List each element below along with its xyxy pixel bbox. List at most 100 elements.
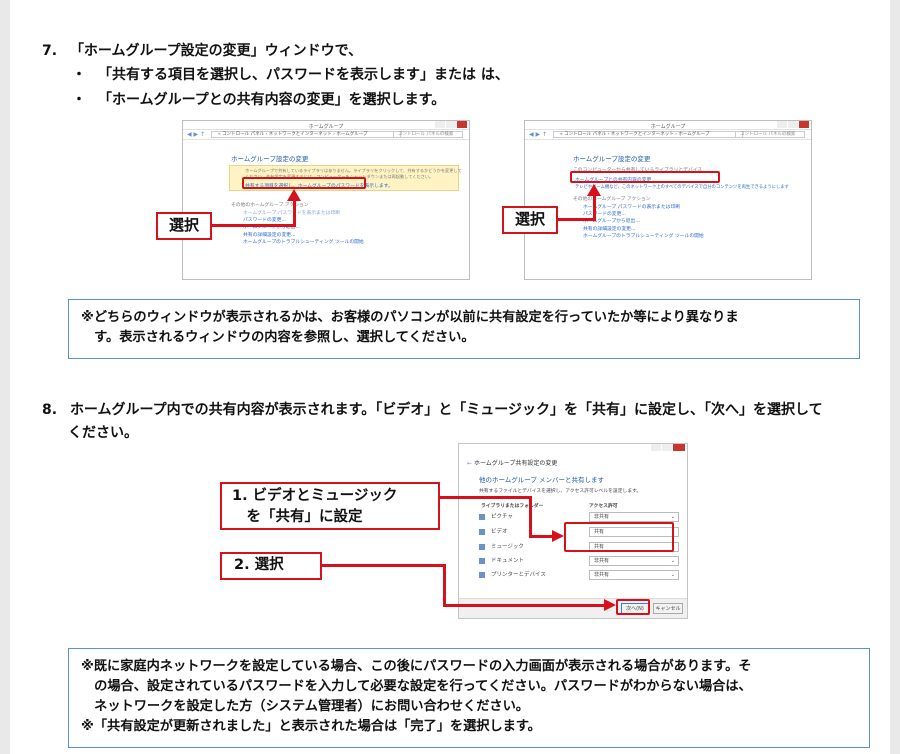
window-heading: ホームグループ設定の変更 — [231, 155, 309, 163]
homegroup-window-1: ホームグループ ◀ ▶ ↑ « コントロール パネル › ネットワークとインター… — [182, 120, 470, 280]
permission-select[interactable]: 非共有⌄ — [589, 556, 679, 566]
share-row-documents: ドキュメント 非共有⌄ — [479, 556, 679, 568]
cancel-button[interactable]: キャンセル — [653, 603, 683, 614]
printer-icon — [479, 571, 485, 578]
connector-1-v — [293, 200, 296, 227]
connector-3-h1 — [440, 496, 532, 499]
callout-line-1: 1. ビデオとミュージック — [232, 488, 398, 504]
callout-line-2: を「共有」に設定 — [232, 509, 363, 525]
action-link-3[interactable]: ホームグループから退出... — [243, 225, 300, 230]
action-link-2[interactable]: パスワードの変更... — [243, 218, 286, 223]
row-label: ドキュメント — [491, 558, 525, 564]
permission-select[interactable]: 非共有 ⌄ — [589, 570, 679, 580]
bullet-mark: ・ — [72, 67, 86, 83]
stream-media-link[interactable]: テレビやゲーム機など、このネットワーク上のすべてのデバイスで自分のコンテンツを再… — [575, 185, 789, 190]
action-link-5[interactable]: ホームグループのトラブルシューティング ツールの開始 — [583, 234, 704, 239]
action-link-4[interactable]: 共有の詳細設定の変更... — [583, 227, 636, 232]
note-window-difference: ※どちらのウィンドウが表示されるかは、お客様のパソコンが以前に共有設定を行ってい… — [68, 299, 860, 359]
permission-value: 非共有 — [594, 572, 610, 578]
documents-icon — [479, 557, 485, 564]
step7-text: 「ホームグループ設定の変更」ウィンドウで、 — [69, 43, 363, 59]
row-label: プリンターとデバイス — [491, 572, 546, 578]
step8-heading: 8. ホームグループ内での共有内容が表示されます。「ビデオ」と「ミュージック」を… — [42, 399, 862, 421]
videos-icon — [479, 528, 485, 535]
maximize-button[interactable] — [446, 121, 456, 128]
highlight-box-selects — [564, 522, 674, 552]
connector-2-h — [558, 218, 596, 221]
step7-bullet-2-text: 「ホームグループとの共有内容の変更」を選択します。 — [98, 92, 446, 108]
select-next-callout: 2. 選択 — [220, 552, 322, 580]
column-header-permission: アクセス許可 — [589, 504, 618, 509]
note2-line-1: ※既に家庭内ネットワークを設定している場合、この後にパスワードの入力画面が表示さ… — [81, 659, 752, 674]
close-button[interactable] — [457, 121, 467, 128]
connector-4-h1 — [322, 564, 446, 567]
window-controls — [435, 121, 467, 129]
homegroup-window-2: ホームグループ ◀ ▶ ↑ « コントロール パネル › ネットワークとインター… — [524, 120, 812, 280]
window-heading: ホームグループ設定の変更 — [573, 155, 651, 163]
step7-bullet-1-text: 「共有する項目を選択し、パスワードを表示します」または は、 — [98, 67, 509, 83]
dialog-header: ← ホームグループ共有設定の変更 — [467, 458, 557, 467]
actions-title: その他のホームグループ アクション — [573, 197, 651, 202]
step8-continuation: ください。 — [68, 422, 138, 444]
arrow-up-1-icon — [287, 189, 301, 201]
back-arrow-icon[interactable]: ← — [467, 460, 474, 467]
column-header-library: ライブラリまたはフォルダー — [481, 504, 544, 509]
warning-line-2: ください。共有設定を変更するには、コンピューターをシャットダウンまたは再起動して… — [245, 174, 434, 179]
note1-line-2: す。表示されるウィンドウの内容を参照し、選択してください。 — [81, 330, 475, 345]
callout-text: 選択 — [514, 210, 545, 228]
highlight-box-next — [616, 599, 650, 615]
window-controls — [651, 444, 685, 451]
bullet-mark: ・ — [72, 92, 86, 108]
address-path[interactable]: « コントロール パネル › ネットワークとインターネット › ホームグループ — [211, 131, 401, 138]
shared-libraries-label: このコンピューターから共有しているライブラリとデバイス — [573, 168, 703, 173]
callout-text: 2. 選択 — [234, 557, 284, 573]
share-items-link[interactable]: 共有する項目を選択し、ホームグループのパスワードを表示します。 — [245, 184, 393, 189]
highlight-box-2 — [570, 171, 720, 183]
window-titlebar: ホームグループ — [525, 121, 811, 130]
action-link-2[interactable]: パスワードの変更... — [583, 212, 626, 217]
action-link-3[interactable]: ホームグループから退出... — [583, 219, 640, 224]
select-callout-1: 選択 — [156, 212, 212, 240]
search-input[interactable]: コントロール パネルの検索 — [393, 131, 463, 138]
minimize-button[interactable] — [651, 444, 661, 451]
connector-3-h2 — [529, 535, 553, 538]
window-titlebar: ホームグループ — [183, 121, 469, 130]
permission-value: 共有 — [594, 529, 605, 535]
close-button[interactable] — [673, 444, 685, 451]
connector-4-v — [443, 564, 446, 607]
actions-title: その他のホームグループ アクション — [231, 203, 309, 208]
close-button[interactable] — [799, 121, 809, 128]
connector-3-v — [529, 496, 532, 538]
minimize-button[interactable] — [435, 121, 445, 128]
note1-line-1: ※どちらのウィンドウが表示されるかは、お客様のパソコンが以前に共有設定を行ってい… — [81, 310, 739, 325]
connector-2-v — [593, 195, 596, 221]
maximize-button[interactable] — [662, 444, 672, 451]
window-controls — [777, 121, 809, 129]
address-bar: ◀ ▶ ↑ « コントロール パネル › ネットワークとインターネット › ホー… — [183, 130, 469, 140]
music-icon — [479, 543, 485, 550]
back-forward-icon[interactable]: ◀ ▶ ↑ — [529, 131, 548, 138]
back-forward-icon[interactable]: ◀ ▶ ↑ — [187, 131, 206, 138]
window-title: ホームグループ — [308, 124, 344, 130]
maximize-button[interactable] — [788, 121, 798, 128]
change-sharing-link[interactable]: ホームグループとの共有内容の変更 — [575, 178, 652, 183]
note2-line-2: の場合、設定されているパスワードを入力して必要な設定を行ってください。パスワード… — [81, 679, 752, 694]
action-link-4[interactable]: 共有の詳細設定の変更... — [243, 233, 296, 238]
search-input[interactable]: コントロール パネルの検索 — [735, 131, 805, 138]
address-path[interactable]: « コントロール パネル › ネットワークとインターネット › ホームグループ — [553, 131, 743, 138]
chevron-down-icon: ⌄ — [670, 572, 675, 578]
arrow-right-2-icon — [604, 599, 616, 611]
row-label: ビデオ — [491, 529, 508, 535]
note-password: ※既に家庭内ネットワークを設定している場合、この後にパスワードの入力画面が表示さ… — [68, 648, 870, 748]
permission-value: 非共有 — [594, 514, 610, 520]
permission-value: 非共有 — [594, 558, 610, 564]
warning-line-1: ホームグループで共有しているライブラリはありません。ライブラリをクリックして、共… — [245, 168, 462, 173]
permission-select[interactable]: 非共有⌄ — [589, 512, 679, 522]
action-link-1[interactable]: ホームグループ パスワードの表示または印刷 — [583, 205, 681, 210]
callout-text: 選択 — [168, 216, 199, 234]
step8-line-1: ホームグループ内での共有内容が表示されます。「ビデオ」と「ミュージック」を「共有… — [69, 402, 823, 418]
action-link-1[interactable]: ホームグループ パスワードを表示または印刷 — [243, 211, 341, 216]
select-callout-2: 選択 — [502, 206, 558, 234]
action-link-5[interactable]: ホームグループのトラブルシューティング ツールの開始 — [243, 240, 364, 245]
minimize-button[interactable] — [777, 121, 787, 128]
